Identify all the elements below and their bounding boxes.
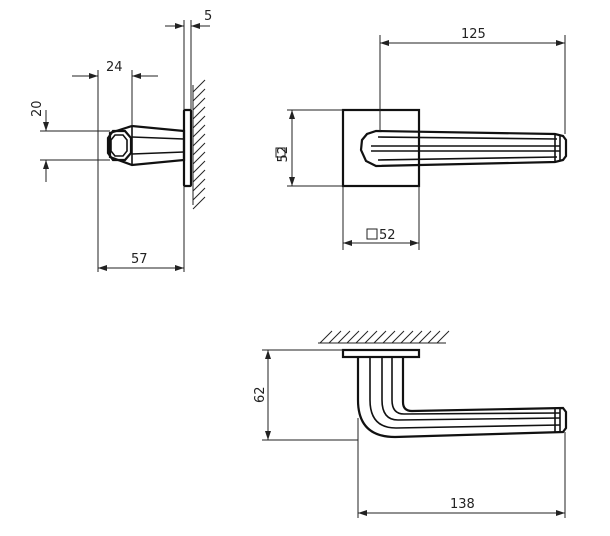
square-outline-icon: [366, 228, 378, 240]
top-wall-hatch: [318, 330, 450, 344]
dim-5-label: 5: [204, 9, 212, 24]
dim-top-height: 62: [253, 350, 271, 440]
dim-top-lever-length: 138: [358, 497, 565, 516]
dim-52-horizontal-label: 52: [379, 228, 396, 243]
dim-side-projection: 57: [98, 252, 184, 271]
dim-side-rose-thickness: 5: [165, 9, 212, 29]
dim-side-spindle-height: 20: [30, 100, 49, 182]
front-lever: [359, 129, 568, 168]
dim-24-label: 24: [106, 60, 123, 75]
side-wall-hatch: [192, 79, 206, 210]
side-octagon-end: [106, 129, 133, 162]
dim-front-rose-width: 52: [343, 228, 419, 246]
dim-125-label: 125: [461, 27, 486, 42]
dim-57-label: 57: [131, 252, 148, 267]
dim-20-label: 20: [30, 100, 45, 117]
dim-side-square-offset: 24: [72, 60, 158, 79]
dim-52-vertical-label: 52: [276, 146, 291, 163]
square-outline-icon: [275, 147, 286, 158]
dim-front-lever-length: 125: [380, 27, 565, 46]
top-rose-plate: [341, 348, 421, 359]
dim-front-rose-height: 52: [275, 110, 295, 186]
front-rose-square: [341, 108, 421, 188]
front-view: 125 52 52: [275, 27, 568, 250]
top-lever: [356, 357, 568, 439]
dim-138-label: 138: [450, 497, 475, 512]
top-view: 62 138: [253, 330, 568, 518]
side-view: 5 24 20 57: [30, 9, 212, 272]
dim-62-label: 62: [253, 386, 268, 403]
